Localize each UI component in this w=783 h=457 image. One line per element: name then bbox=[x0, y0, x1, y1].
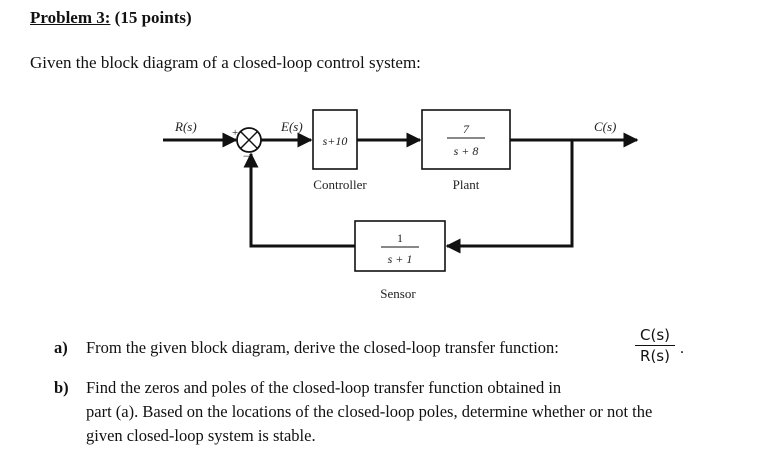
feedback-to-sensor-line bbox=[445, 140, 574, 254]
question-b: b) Find the zeros and poles of the close… bbox=[54, 376, 754, 448]
output-label: C(s) bbox=[594, 119, 616, 134]
problem-title: Problem 3: (15 points) bbox=[30, 8, 192, 28]
controller-block bbox=[312, 109, 358, 170]
sensor-to-sum-line bbox=[243, 152, 355, 248]
transfer-function-fraction: C(s) R(s) bbox=[635, 326, 675, 365]
intro-text: Given the block diagram of a closed-loop… bbox=[30, 53, 421, 72]
plant-label: Plant bbox=[453, 177, 480, 192]
sensor-denominator: s + 1 bbox=[388, 252, 413, 266]
fraction-denominator: R(s) bbox=[640, 347, 670, 365]
question-a-label: a) bbox=[54, 338, 68, 357]
fraction-period: . bbox=[680, 340, 684, 357]
question-a: a) From the given block diagram, derive … bbox=[54, 336, 559, 360]
input-label: R(s) bbox=[174, 119, 197, 134]
question-b-label: b) bbox=[54, 378, 69, 397]
problem-points: (15 points) bbox=[114, 8, 192, 27]
question-b-line-1: Find the zeros and poles of the closed-l… bbox=[86, 378, 562, 397]
fraction-numerator: C(s) bbox=[640, 326, 670, 344]
plant-numerator: 7 bbox=[463, 122, 470, 136]
problem-label: Problem 3: bbox=[30, 8, 111, 27]
question-a-text: From the given block diagram, derive the… bbox=[86, 338, 559, 357]
question-b-line-2: part (a). Based on the locations of the … bbox=[86, 402, 653, 421]
controller-tf: s+10 bbox=[323, 134, 348, 148]
plant-denominator: s + 8 bbox=[454, 144, 479, 158]
sensor-label: Sensor bbox=[380, 286, 416, 301]
fraction-bar bbox=[635, 345, 675, 346]
controller-label: Controller bbox=[313, 177, 367, 192]
sum-minus-sign: − bbox=[243, 149, 250, 163]
sensor-numerator: 1 bbox=[397, 231, 403, 245]
question-b-line-3: given closed-loop system is stable. bbox=[86, 426, 316, 445]
sum-plus-sign: + bbox=[232, 127, 238, 139]
sensor-block bbox=[354, 220, 446, 272]
error-label: E(s) bbox=[280, 119, 303, 134]
plant-block bbox=[421, 109, 511, 170]
